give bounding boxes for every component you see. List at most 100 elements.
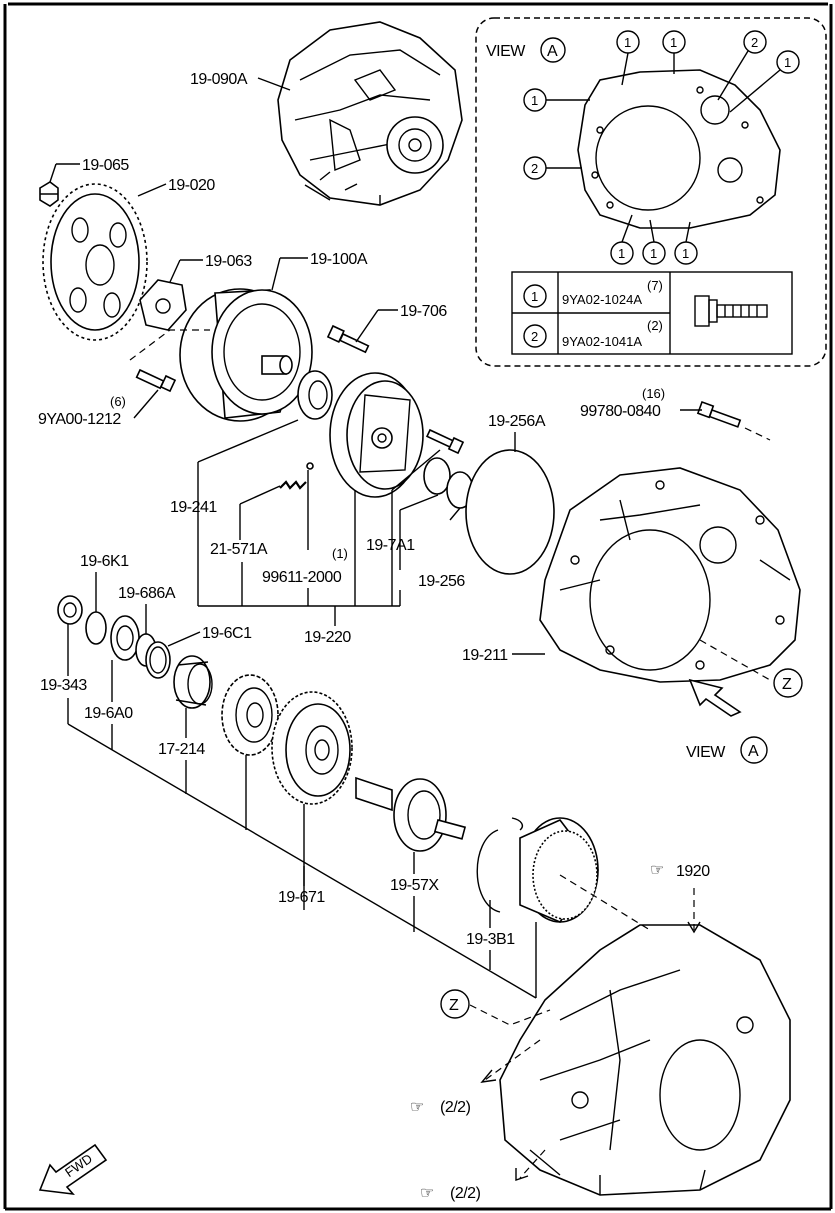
converter-housing-face-view[interactable] (577, 69, 781, 229)
callout-number: 1 (650, 246, 657, 261)
backing-plate-19-063[interactable] (139, 279, 187, 331)
z-marker-bottom-circle (440, 989, 470, 1019)
z-path-bottom (559, 874, 651, 931)
drive-plate-ring-gear[interactable] (42, 183, 148, 341)
view-a-header-circle (540, 37, 566, 63)
table-row1-part: 9YA02-1024A (562, 292, 642, 307)
bearing-17-214[interactable] (173, 655, 213, 709)
nut-19-065[interactable] (39, 181, 59, 207)
callout-number: 1 (624, 35, 631, 50)
label-17-214: 17-214 (158, 741, 205, 758)
callout-leader (717, 50, 749, 101)
callout-number: 2 (531, 161, 538, 176)
label-19-3B1: 19-3B1 (466, 931, 515, 948)
callout-number: 1 (531, 93, 538, 108)
callout-number: 1 (682, 246, 689, 261)
label-19-6C1: 19-6C1 (202, 625, 252, 642)
label-99611-2000: 99611-2000 (262, 569, 342, 586)
qty-9YA00-1212: (6) (110, 394, 126, 409)
leader-19-100Ab (271, 257, 281, 291)
label-19-211: 19-211 (462, 647, 508, 664)
seal-19-343[interactable] (57, 595, 83, 625)
qty-99780-0840: (16) (642, 386, 665, 401)
callout-leader (685, 221, 691, 243)
callout-number: 1 (618, 246, 625, 261)
gear-plate[interactable] (221, 674, 279, 756)
ref-page-a[interactable]: (2/2) (440, 1099, 471, 1116)
o-ring-19-256-a[interactable] (423, 457, 451, 495)
label-19-686A: 19-686A (118, 585, 176, 602)
view-a-header-letter: A (547, 43, 558, 60)
pump-bracket-lines (197, 419, 461, 626)
view-a-header-word: VIEW (486, 43, 526, 60)
ref-1920-arrowhead (687, 921, 701, 934)
callout-leader (621, 214, 633, 243)
torque-converter-19-100A[interactable] (179, 288, 313, 422)
label-19-6A0: 19-6A0 (84, 705, 133, 722)
leader-19-020 (137, 183, 167, 197)
fwd-arrow-icon: FWD (38, 1143, 108, 1196)
hand-pointer-icon: ☞ (410, 1099, 424, 1116)
leader-19-706b (355, 309, 379, 343)
table-row2-qty: (2) (647, 318, 663, 333)
transaxle-case-illustration[interactable] (499, 924, 791, 1196)
drum-19-3B1[interactable] (519, 817, 599, 923)
ref-1920[interactable]: 1920 (676, 863, 711, 880)
label-19-063: 19-063 (205, 253, 252, 270)
label-21-571A: 21-571A (210, 541, 268, 558)
z-marker-top: Z (782, 676, 792, 693)
differential-gear-19-671[interactable] (271, 691, 353, 805)
table-row1-qty: (7) (647, 278, 663, 293)
bolt-path-dash (129, 329, 210, 361)
flange-bolt-icon (694, 295, 768, 327)
pump-bolt[interactable] (425, 428, 465, 455)
snap-ring-19-6K1[interactable] (85, 611, 107, 645)
ref-page-b[interactable]: (2/2) (450, 1185, 481, 1202)
callout-circle (743, 30, 767, 54)
hand-pointer-icon: ☞ (420, 1185, 434, 1202)
callout-number: 1 (670, 35, 677, 50)
table-callout-circle (523, 324, 547, 348)
shaft-19-57X[interactable] (355, 776, 467, 852)
spring-21-571A[interactable] (279, 480, 307, 490)
view-a-bottom-letter: A (748, 743, 759, 760)
bolt-path-dash-2 (744, 427, 771, 441)
view-a-callouts: 1 1 2 1 1 2 1 1 1 (523, 30, 800, 265)
view-a-bottom-circle (740, 736, 768, 764)
bolt-9YA00-1212[interactable] (135, 368, 177, 393)
label-19-343: 19-343 (40, 677, 87, 694)
oil-pump-19-7A1[interactable] (329, 372, 424, 498)
label-19-020: 19-020 (168, 177, 215, 194)
table-callout-circle (523, 284, 547, 308)
label-9YA00-1212: 9YA00-1212 (38, 411, 121, 428)
leader-19-063b (169, 259, 181, 283)
callout-circle (776, 50, 800, 74)
leader-19-090A (257, 77, 291, 91)
transaxle-assembly-illustration[interactable] (277, 21, 463, 206)
hand-pointer-icon: ☞ (650, 862, 664, 879)
label-19-6K1: 19-6K1 (80, 553, 129, 570)
steel-ball-99611-2000[interactable] (306, 462, 314, 470)
table-row2-callout: 2 (531, 329, 538, 344)
converter-housing-19-211[interactable] (539, 467, 801, 683)
z-path-lower (469, 1004, 551, 1026)
label-19-220: 19-220 (304, 629, 351, 646)
ring-19-6C1[interactable] (145, 641, 171, 679)
leader-19-6C1 (167, 631, 201, 647)
callout-leader (649, 219, 655, 243)
z-marker-bottom: Z (449, 997, 459, 1014)
callout-leader (621, 52, 629, 86)
view-a-bottom-word: VIEW (686, 744, 726, 761)
view-a-arrow (688, 678, 742, 717)
qty-99611-2000: (1) (332, 546, 348, 561)
leader-19-065b (49, 163, 57, 183)
snap-ring-19-3B1[interactable] (476, 817, 524, 913)
oil-seal-19-241[interactable] (297, 370, 333, 420)
bearing-19-6A0[interactable] (110, 615, 140, 661)
o-ring-19-256A[interactable] (465, 449, 555, 575)
table-row2-part: 9YA02-1041A (562, 334, 642, 349)
bolt-99780-0840[interactable] (696, 400, 742, 428)
bolt-19-706[interactable] (326, 324, 370, 354)
z-marker-top-circle (773, 668, 803, 698)
